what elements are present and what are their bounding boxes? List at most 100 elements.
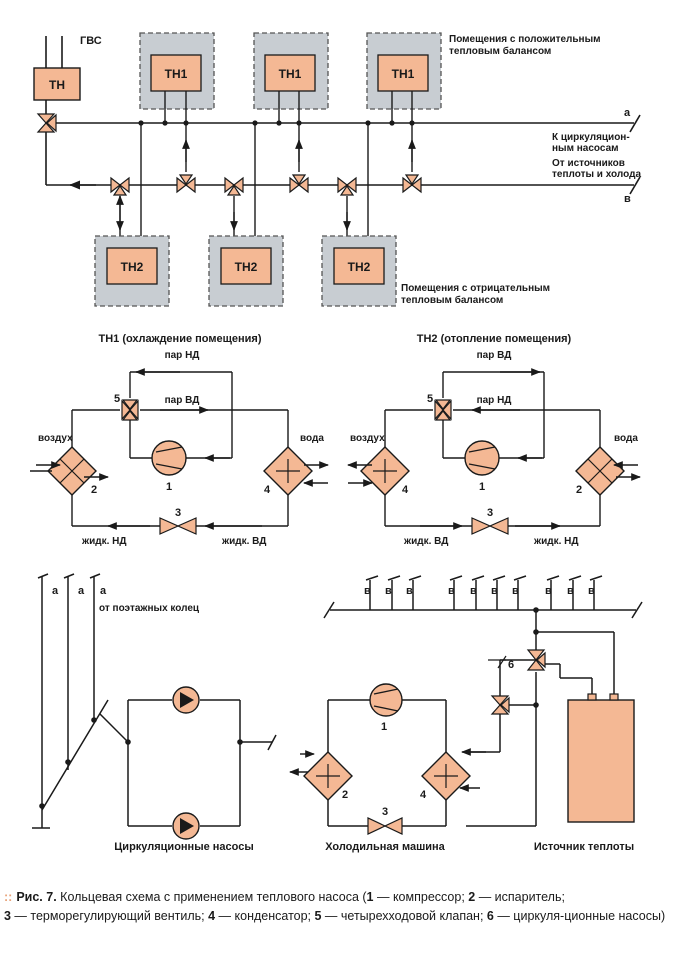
- th1-label-1: ТН1: [165, 67, 188, 81]
- branch-v-5: в: [470, 585, 477, 597]
- heating-steam-high: пар ВД: [477, 350, 512, 361]
- chiller-valves: [367, 649, 546, 835]
- heating-water: вода: [614, 433, 638, 444]
- compressor-heating: [464, 440, 500, 476]
- cooling-num-2: 2: [91, 484, 97, 496]
- evaporator-heating: [575, 446, 625, 496]
- heating-liquid-low: жидк. НД: [533, 536, 579, 547]
- cooling-steam-low: пар НД: [165, 350, 200, 361]
- cooling-num-1: 1: [166, 481, 172, 493]
- cooling-num-3: 3: [175, 507, 181, 519]
- th2-label-3: ТН2: [348, 260, 371, 274]
- to-pumps-label-2: ным насосам: [552, 143, 619, 154]
- trv-cooling: [159, 517, 197, 535]
- riser-a-1: а: [52, 585, 59, 597]
- branch-v-3: в: [406, 585, 413, 597]
- chiller-num-3: 3: [382, 806, 388, 818]
- heating-title: ТН2 (отопление помещения): [417, 333, 572, 345]
- cooling-water: вода: [300, 433, 324, 444]
- heating-num-1: 1: [479, 481, 485, 493]
- from-floor-rings: от поэтажных колец: [99, 603, 200, 614]
- four-way-valve-cooling: [121, 399, 139, 421]
- branch-v-9: в: [567, 585, 574, 597]
- to-pumps-label-1: К циркуляцион-: [552, 132, 630, 143]
- heating-num-5: 5: [427, 393, 433, 405]
- positive-rooms-label-1: Помещения с положительным: [449, 34, 601, 45]
- caption-d4: — конденсатор;: [215, 909, 315, 923]
- chiller-label: Холодильная машина: [325, 841, 445, 853]
- branch-v-4: в: [448, 585, 455, 597]
- four-way-valve-heating: [434, 399, 452, 421]
- branch-v-10: в: [588, 585, 595, 597]
- chiller-num-1: 1: [381, 721, 387, 733]
- evaporator-cooling: [47, 446, 97, 496]
- chiller-compressor: [369, 683, 403, 717]
- circulation-pumps-label: Циркуляционные насосы: [114, 841, 253, 853]
- cooling-num-4: 4: [264, 484, 271, 496]
- condenser-cooling: [263, 446, 313, 496]
- circulation-pumps-scheme: [32, 573, 277, 829]
- compressor-cooling: [151, 440, 187, 476]
- th2-label-1: ТН2: [121, 260, 144, 274]
- heating-air: воздух: [350, 433, 385, 444]
- positive-rooms: [139, 32, 442, 110]
- branch-v-1: в: [364, 585, 371, 597]
- cooling-air: воздух: [38, 433, 73, 444]
- caption-k1: 1: [366, 890, 374, 904]
- th1-label-3: ТН1: [392, 67, 415, 81]
- caption-k2: 2: [468, 890, 476, 904]
- caption-d5: — четырехходовой клапан;: [321, 909, 487, 923]
- th2-label-2: ТН2: [235, 260, 258, 274]
- th1-label-2: ТН1: [279, 67, 302, 81]
- caption-d6: — циркуля-ционные насосы): [493, 909, 666, 923]
- figure-caption: ::Рис. 7. Кольцевая схема с применением …: [4, 888, 669, 926]
- from-sources-label-1: От источников: [552, 158, 625, 169]
- trv-heating: [471, 517, 509, 535]
- caption-d3: — терморегулирующий вентиль;: [10, 909, 209, 923]
- caption-d2: — испаритель;: [475, 890, 565, 904]
- three-way-valve: [36, 113, 57, 133]
- cooling-steam-high: пар ВД: [165, 395, 200, 406]
- th-label: ТН: [49, 78, 65, 92]
- caption-bullet-icon: ::: [4, 890, 13, 904]
- from-sources-label-2: теплоты и холода: [552, 169, 641, 180]
- caption-text-1: Кольцевая схема с применением теплового …: [56, 890, 367, 904]
- heating-num-2: 2: [576, 484, 582, 496]
- riser-a-3: а: [100, 585, 107, 597]
- branch-v-8: в: [545, 585, 552, 597]
- cooling-liquid-high: жидк. ВД: [221, 536, 266, 547]
- positive-rooms-label-2: тепловым балансом: [449, 45, 551, 57]
- cooling-title: ТН1 (охлаждение помещения): [98, 333, 261, 345]
- branch-v-2: в: [385, 585, 392, 597]
- chiller-num-4: 4: [420, 789, 427, 801]
- condenser-heating: [360, 446, 410, 496]
- chiller-junction-dots: [533, 607, 539, 708]
- chiller-num-6: 6: [508, 659, 514, 671]
- negative-rooms-label-2: тепловым балансом: [401, 294, 503, 306]
- th-unit: [33, 67, 81, 101]
- line-a-label: а: [624, 107, 631, 119]
- cooling-num-5: 5: [114, 393, 120, 405]
- heat-source-label: Источник теплоты: [534, 841, 634, 853]
- caption-fig: Рис. 7.: [16, 890, 57, 904]
- caption-k5: 5: [314, 909, 322, 923]
- heating-num-4: 4: [402, 484, 409, 496]
- line-v-label: в: [624, 193, 631, 205]
- chiller-condenser: [421, 751, 471, 801]
- negative-rooms-label-1: Помещения с отрицательным: [401, 283, 550, 294]
- ring-scheme-diagram: ТН ГВС ТН1 ТН1 ТН1 Помещения с положител…: [30, 32, 643, 853]
- circulation-pump-top: [172, 686, 200, 714]
- junction-dots: [138, 120, 415, 126]
- line-v-valves: [110, 174, 422, 196]
- branch-v-6: в: [491, 585, 498, 597]
- top-section: [45, 36, 641, 195]
- heating-steam-low: пар НД: [477, 395, 512, 406]
- chiller-evaporator: [303, 751, 353, 801]
- circulation-pump-bottom: [172, 812, 200, 840]
- caption-d1: — компрессор;: [373, 890, 469, 904]
- riser-a-2: а: [78, 585, 85, 597]
- chiller-num-2: 2: [342, 789, 348, 801]
- gvs-label: ГВС: [80, 35, 102, 47]
- heat-source-tank: [567, 699, 635, 823]
- cooling-liquid-low: жидк. НД: [81, 536, 127, 547]
